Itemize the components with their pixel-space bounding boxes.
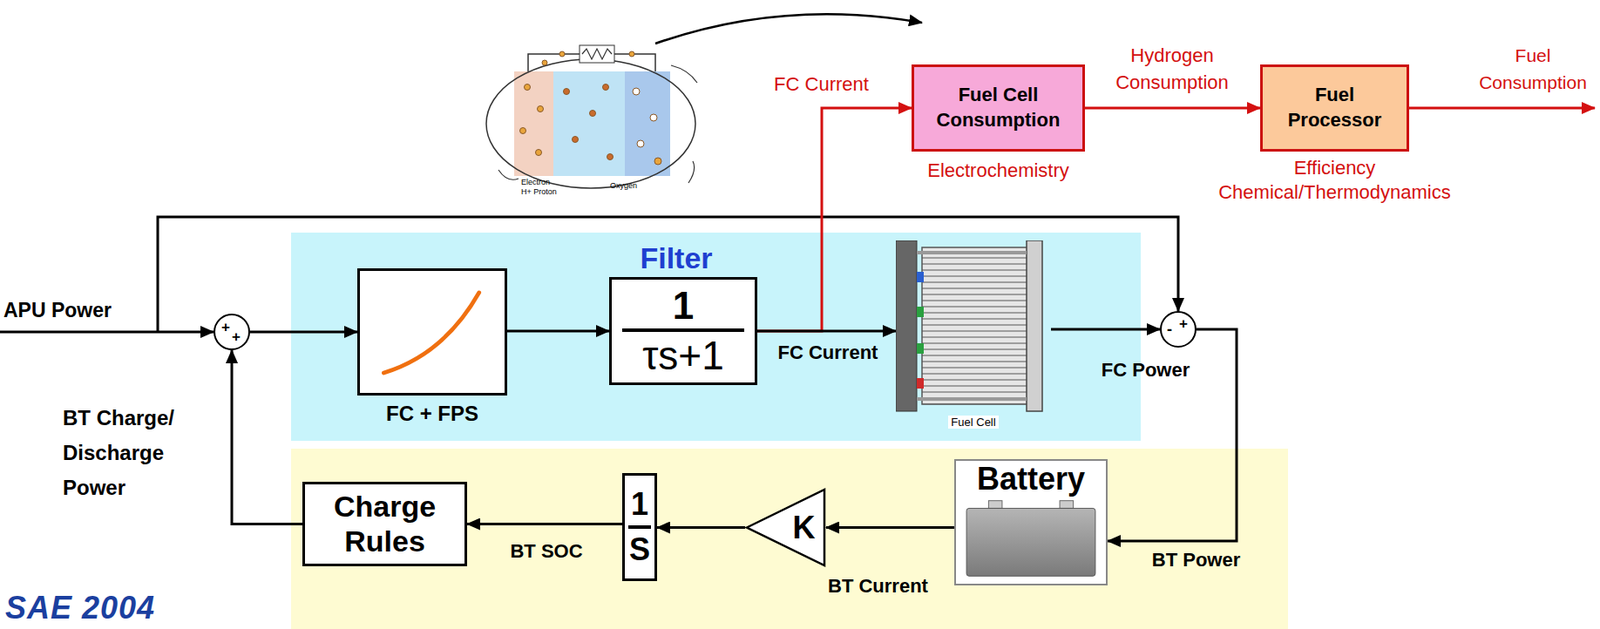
electrochemistry-illustration bbox=[486, 45, 698, 189]
band-title: Filter bbox=[632, 241, 720, 276]
end-plate bbox=[1026, 240, 1043, 412]
end-plate bbox=[895, 240, 917, 412]
signal-flow-arrow bbox=[1084, 107, 1261, 110]
port bbox=[916, 271, 924, 283]
numerator: 1 bbox=[630, 488, 649, 521]
signal-wire bbox=[507, 330, 610, 333]
fuel-cell-stack-node: Fuel Cell bbox=[895, 240, 1051, 429]
signal-label: Hydrogen Consumption bbox=[1106, 41, 1238, 96]
process-box: Charge Rules bbox=[302, 481, 468, 567]
signal-wire bbox=[657, 526, 746, 529]
signal-wire bbox=[757, 330, 896, 333]
box-title: Fuel Cell Consumption bbox=[922, 82, 1075, 133]
signal-label: BT Power bbox=[1145, 549, 1247, 572]
box-title: Battery bbox=[976, 461, 1085, 497]
fuel-output-wire bbox=[1409, 107, 1595, 110]
port bbox=[916, 343, 924, 354]
signal-label: BT Charge/ Discharge Power bbox=[62, 400, 194, 506]
fuel-cell-stack bbox=[895, 240, 1051, 429]
box-title: Charge Rules bbox=[319, 489, 451, 558]
signal-wire bbox=[250, 331, 358, 334]
integrator-box: 1S bbox=[622, 473, 658, 582]
flow-arrows bbox=[498, 65, 698, 184]
particles bbox=[520, 51, 663, 165]
cathode-region bbox=[624, 71, 671, 177]
sign: + bbox=[231, 329, 241, 345]
conference-logo: SAE 2004 bbox=[5, 592, 215, 624]
terminal bbox=[1059, 501, 1074, 509]
efficiency-curve bbox=[383, 292, 479, 373]
process-box: Fuel ProcessorEfficiency Chemical/Thermo… bbox=[1260, 64, 1410, 152]
signal-wire bbox=[826, 526, 955, 529]
terminal bbox=[988, 501, 1003, 509]
signal-wire bbox=[231, 350, 303, 525]
sign: - bbox=[1166, 321, 1173, 338]
anode-region bbox=[514, 71, 554, 177]
sum-junction: -+ bbox=[1159, 311, 1197, 348]
sum-junction: ++ bbox=[213, 313, 251, 351]
box-caption: FC + FPS bbox=[359, 401, 505, 427]
box-title: Fuel Processor bbox=[1275, 82, 1394, 133]
callout-arrow bbox=[655, 13, 923, 44]
fraction-bar bbox=[622, 328, 745, 333]
tie-rod bbox=[916, 397, 1027, 401]
denominator: τs+1 bbox=[642, 335, 725, 376]
gain-block: K bbox=[745, 488, 827, 568]
numerator: 1 bbox=[672, 286, 694, 326]
legend-note: H+ Proton bbox=[521, 187, 574, 197]
denominator: S bbox=[629, 534, 651, 566]
stack-body bbox=[922, 247, 1031, 405]
battery-box: Battery bbox=[954, 459, 1108, 586]
signal-wire bbox=[1050, 328, 1160, 332]
efficiency-curve-plot bbox=[359, 271, 505, 394]
port bbox=[916, 378, 924, 389]
signal-label: FC Current bbox=[771, 341, 885, 365]
signal-label: BT SOC bbox=[498, 540, 595, 563]
sign: + bbox=[221, 319, 231, 335]
resistor-symbol bbox=[582, 48, 612, 60]
battery-body bbox=[966, 508, 1096, 577]
gain-symbol: K bbox=[793, 512, 816, 544]
filter-band: Filter FC + FPS 1 τs+1Fuel Cell bbox=[291, 232, 1141, 441]
efficiency-map-box: FC + FPS bbox=[357, 268, 508, 396]
output-label: Fuel Consumption bbox=[1471, 41, 1595, 96]
apu-input-wire bbox=[0, 331, 214, 334]
transfer-function-box: 1 τs+1 bbox=[609, 277, 758, 386]
process-box: Fuel Cell ConsumptionElectrochemistry bbox=[911, 64, 1085, 152]
input-label: APU Power bbox=[3, 298, 126, 323]
signal-label: FC Current bbox=[766, 73, 876, 96]
signal-wire bbox=[1107, 329, 1237, 542]
sign: + bbox=[1179, 316, 1188, 332]
legend-note: Electron bbox=[521, 177, 574, 187]
tie-rod bbox=[916, 250, 1027, 255]
cell-outline bbox=[486, 59, 696, 189]
signal-flow-arrow bbox=[757, 108, 912, 332]
node-caption: Fuel Cell bbox=[948, 415, 998, 429]
box-subtitle: Efficiency Chemical/Thermodynamics bbox=[1195, 155, 1475, 205]
fraction-bar bbox=[628, 525, 651, 529]
load-box bbox=[579, 45, 615, 63]
battery-band bbox=[291, 448, 1289, 629]
port bbox=[916, 306, 924, 318]
box-subtitle: Electrochemistry bbox=[914, 159, 1083, 183]
signal-wire bbox=[467, 522, 623, 526]
electrolyte-region bbox=[553, 71, 625, 177]
signal-label: FC Power bbox=[1095, 359, 1196, 382]
signal-label: BT Current bbox=[819, 575, 937, 598]
legend-note: Oxygen bbox=[610, 181, 654, 190]
filter-band bbox=[291, 232, 1141, 441]
